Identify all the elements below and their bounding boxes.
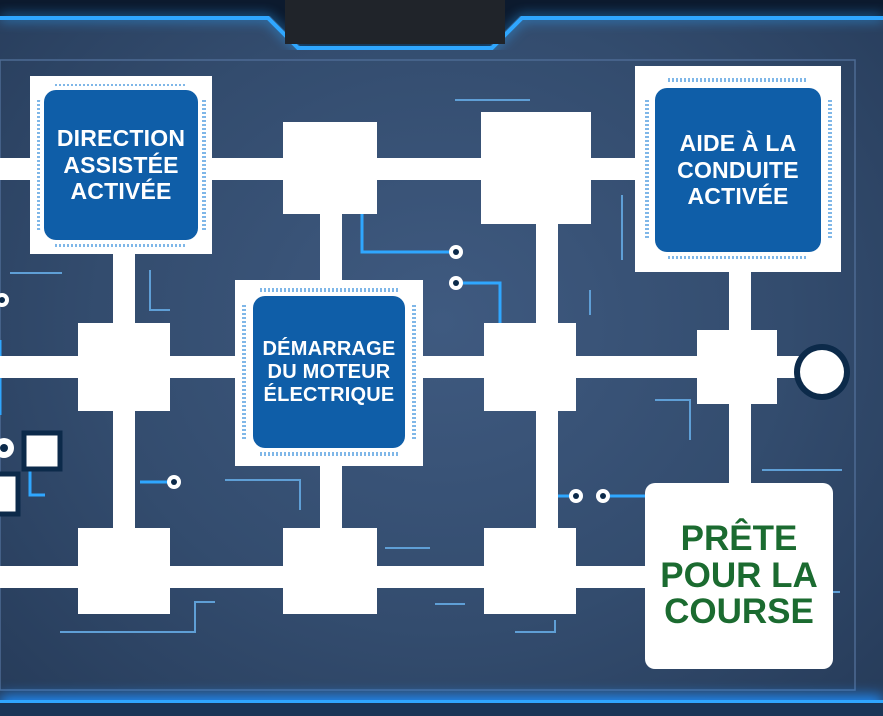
- finish-label: PRÊTE POUR LA COURSE: [660, 518, 818, 632]
- chip-engine[interactable]: DÉMARRAGE DU MOTEUR ÉLECTRIQUE: [253, 296, 405, 448]
- chip-pins: [37, 100, 41, 230]
- chip-pins: [55, 84, 187, 88]
- chip-pins: [202, 100, 206, 230]
- edge-pads: [0, 430, 63, 517]
- chip-steering-label: DIRECTION ASSISTÉE ACTIVÉE: [56, 125, 186, 205]
- chip-pins: [260, 288, 398, 292]
- bottom-frame: [0, 700, 883, 716]
- chip-pins: [412, 305, 416, 441]
- chip-pins: [242, 305, 246, 441]
- finish-box[interactable]: PRÊTE POUR LA COURSE: [645, 483, 833, 669]
- chip-pins: [668, 78, 808, 82]
- chip-pins: [645, 100, 649, 240]
- chip-steering[interactable]: DIRECTION ASSISTÉE ACTIVÉE: [44, 90, 198, 240]
- decor-traces: [10, 67, 842, 633]
- chip-assist[interactable]: AIDE À LA CONDUITE ACTIVÉE: [655, 88, 821, 252]
- chip-pins: [828, 100, 832, 240]
- trace-nodes: [0, 245, 610, 503]
- chip-assist-label: AIDE À LA CONDUITE ACTIVÉE: [677, 130, 799, 210]
- chip-engine-label: DÉMARRAGE DU MOTEUR ÉLECTRIQUE: [262, 337, 396, 406]
- white-track: [0, 112, 800, 614]
- chip-pins: [55, 243, 187, 247]
- chip-pins: [668, 255, 808, 259]
- top-frame: [0, 0, 883, 50]
- circle-node-icon: [794, 344, 850, 400]
- chip-pins: [260, 452, 398, 456]
